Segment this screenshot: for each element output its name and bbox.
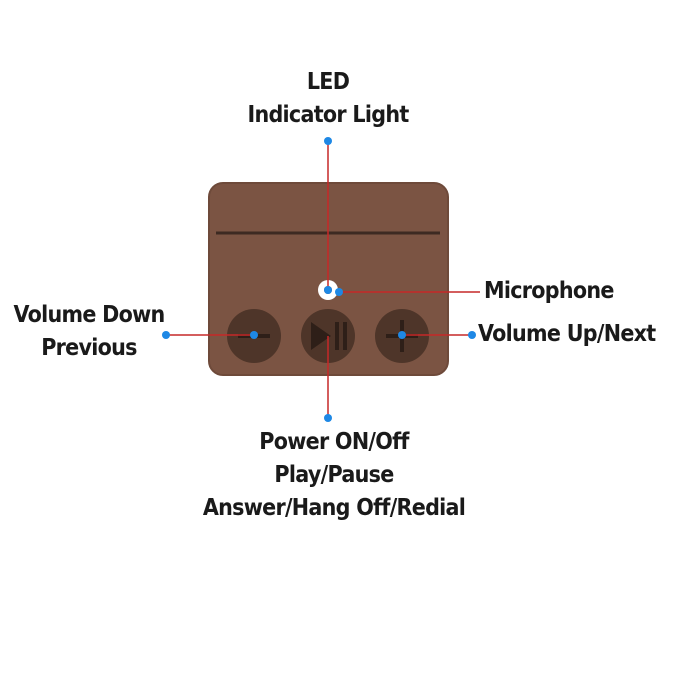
label-led-line2: Indicator Light — [247, 102, 409, 128]
label-power-line2: Play/Pause — [274, 462, 394, 488]
label-microphone: Microphone — [484, 275, 614, 308]
label-power-line3: Answer/Hang Off/Redial — [202, 495, 466, 521]
label-volume-down-line1: Volume Down — [13, 302, 165, 328]
label-power-line1: Power ON/Off — [259, 429, 409, 455]
label-power: Power ON/Off Play/Pause Answer/Hang Off/… — [194, 426, 475, 525]
leader-volume-down — [162, 331, 258, 339]
label-microphone-line1: Microphone — [484, 278, 614, 304]
label-volume-down-line2: Previous — [41, 335, 137, 361]
leader-led — [324, 137, 332, 294]
label-led-line1: LED — [306, 69, 350, 95]
label-volume-up: Volume Up/Next — [478, 318, 656, 351]
leader-volume-up — [398, 331, 476, 339]
label-volume-down: Volume Down Previous — [9, 299, 169, 365]
label-led: LED Indicator Light — [229, 66, 427, 132]
play-pause-icon — [311, 322, 347, 350]
label-volume-up-line1: Volume Up/Next — [478, 321, 656, 347]
leader-microphone — [335, 288, 480, 296]
leader-power — [324, 336, 332, 422]
